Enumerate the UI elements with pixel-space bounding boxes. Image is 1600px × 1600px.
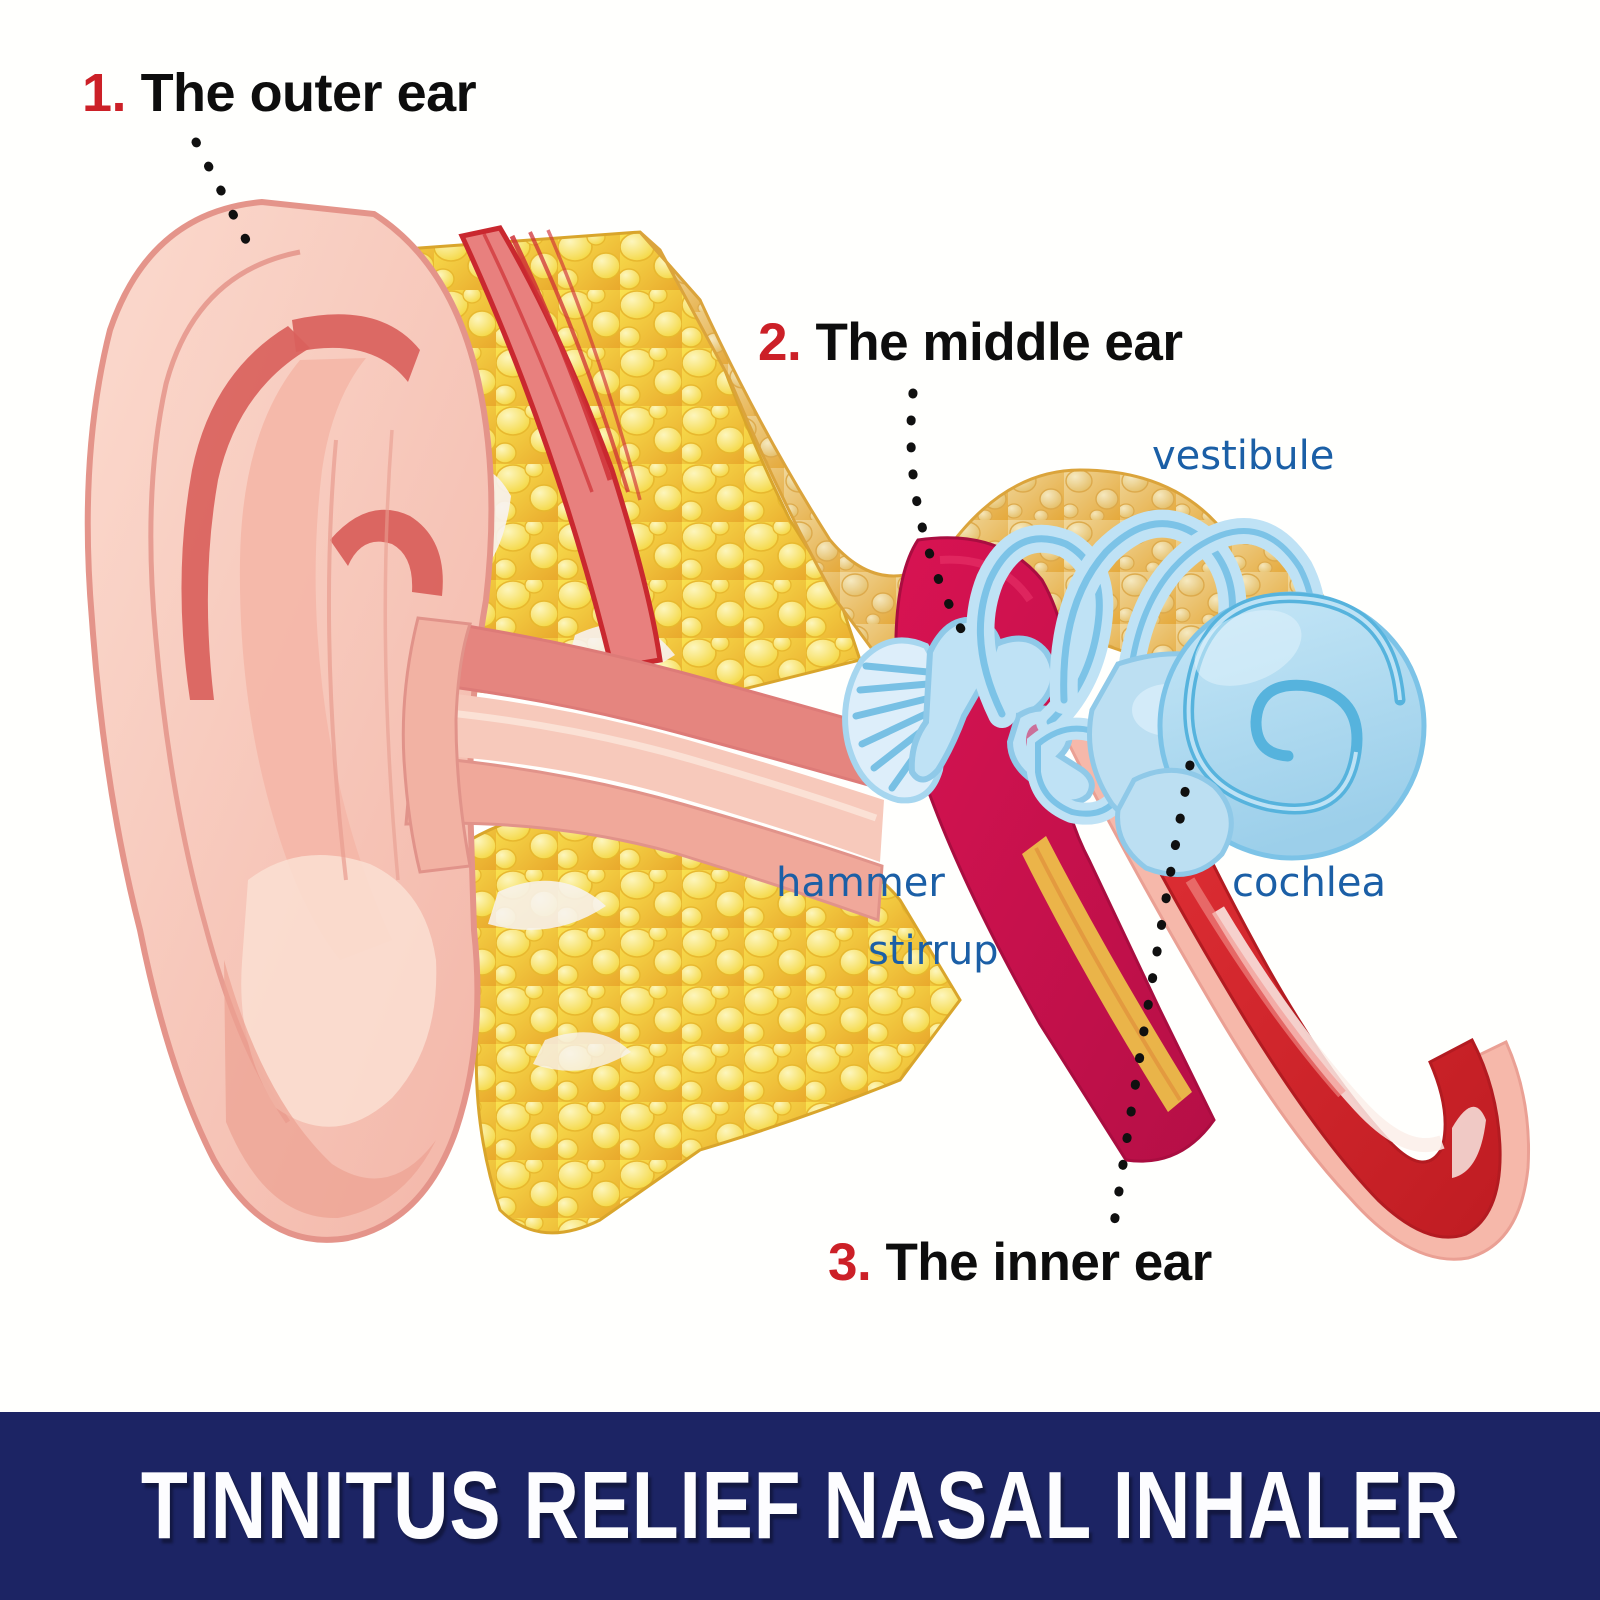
label-inner-ear-text: The inner ear (885, 1233, 1212, 1292)
product-banner: TINNITUS RELIEF NASAL INHALER (0, 1412, 1600, 1600)
outer-ear-pinna (84, 198, 495, 1243)
label-hammer: hammer (776, 860, 945, 906)
label-middle-ear-text: The middle ear (815, 313, 1183, 372)
label-vestibule: vestibule (1152, 433, 1335, 479)
label-middle-ear: 2. The middle ear (758, 312, 1183, 373)
ear-canal (401, 616, 888, 923)
label-outer-ear-text: The outer ear (140, 63, 477, 123)
label-stirrup: stirrup (868, 928, 999, 974)
leader-line-inner-ear (1107, 760, 1195, 1243)
leader-line-middle-ear (906, 388, 973, 647)
leader-lines (191, 137, 1195, 1243)
label-inner-ear: 3. The inner ear (828, 1232, 1212, 1293)
label-inner-ear-number: 3. (828, 1233, 872, 1292)
label-middle-ear-number: 2. (758, 313, 802, 372)
label-outer-ear-number: 1. (82, 63, 127, 123)
leader-line-outer-ear (191, 137, 255, 253)
cochlea (1115, 591, 1427, 877)
product-banner-text: TINNITUS RELIEF NASAL INHALER (140, 1452, 1460, 1559)
label-cochlea: cochlea (1232, 860, 1387, 906)
label-outer-ear: 1. The outer ear (82, 62, 477, 124)
